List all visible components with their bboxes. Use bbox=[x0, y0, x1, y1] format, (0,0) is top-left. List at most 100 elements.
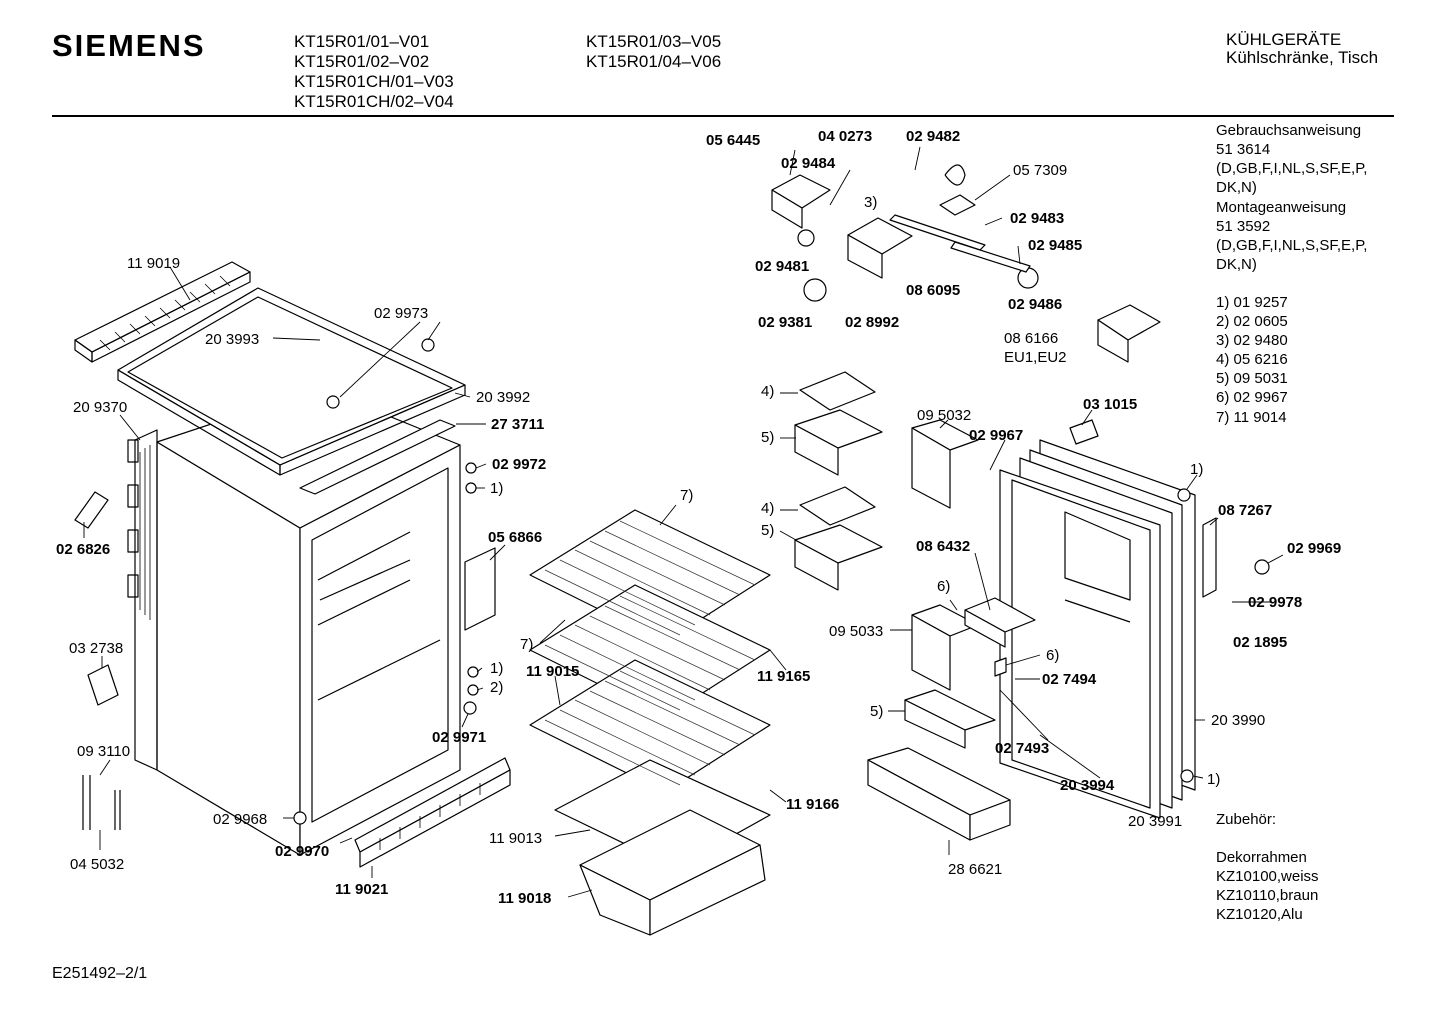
part-label: 11 9015 bbox=[526, 663, 580, 680]
part-label: 02 9967 bbox=[969, 427, 1024, 444]
footnote-ref: 5) bbox=[761, 429, 775, 446]
footnote: 5) 09 5031 bbox=[1216, 370, 1288, 387]
part-label: 11 9021 bbox=[335, 881, 389, 898]
part-label: 11 9019 bbox=[127, 255, 181, 272]
kick-plate bbox=[354, 757, 511, 868]
model-number: KT15R01/01–V01 bbox=[294, 32, 430, 51]
accessory-line: Dekorrahmen bbox=[1216, 849, 1307, 866]
part-label: EU1,EU2 bbox=[1004, 349, 1067, 366]
part-label: 02 9971 bbox=[432, 729, 487, 746]
part-label: 02 9978 bbox=[1248, 594, 1303, 611]
model-number: KT15R01/02–V02 bbox=[294, 52, 430, 71]
part-label: 28 6621 bbox=[948, 861, 1003, 878]
part-label: 27 3711 bbox=[491, 416, 545, 433]
part-label: 20 9370 bbox=[73, 399, 128, 416]
footnote-ref: 6) bbox=[937, 578, 951, 595]
part-label: 02 9485 bbox=[1028, 237, 1083, 254]
thermostat-assembly bbox=[771, 164, 1161, 445]
part-label: 05 6445 bbox=[706, 132, 761, 149]
crisper-drawer bbox=[579, 809, 766, 936]
model-number: KT15R01/03–V05 bbox=[586, 32, 722, 51]
part-label: 08 6432 bbox=[916, 538, 971, 555]
sidebar-line: (D,GB,F,I,NL,S,SF,E,P, bbox=[1216, 237, 1368, 254]
door-shelves bbox=[867, 419, 1036, 841]
accessory-line: KZ10120,Alu bbox=[1216, 906, 1303, 923]
footnote-ref: 6) bbox=[1046, 647, 1060, 664]
part-label: 20 3994 bbox=[1060, 777, 1115, 794]
part-label: 02 9484 bbox=[781, 155, 836, 172]
part-label: 11 9166 bbox=[786, 796, 840, 813]
footnote: 7) 11 9014 bbox=[1216, 409, 1287, 426]
part-label: 08 6166 bbox=[1004, 330, 1059, 347]
model-number: KT15R01CH/02–V04 bbox=[294, 92, 454, 111]
footnote-ref: 7) bbox=[520, 636, 534, 653]
part-label: 08 6095 bbox=[906, 282, 961, 299]
footnote-ref: 5) bbox=[870, 703, 884, 720]
part-label: 08 7267 bbox=[1218, 502, 1273, 519]
mounting-rail bbox=[299, 419, 456, 495]
part-label: 09 5033 bbox=[829, 623, 884, 640]
leader-lines bbox=[83, 146, 1284, 898]
shelves bbox=[529, 509, 771, 869]
fridge-cabinet bbox=[127, 387, 461, 856]
top-grille bbox=[74, 261, 251, 363]
footnote: 3) 02 9480 bbox=[1216, 332, 1288, 349]
footnote-ref: 1) bbox=[1207, 771, 1221, 788]
footnote-ref: 4) bbox=[761, 500, 775, 517]
part-label: 03 2738 bbox=[69, 640, 124, 657]
door bbox=[999, 439, 1196, 819]
part-label: 11 9018 bbox=[498, 890, 552, 907]
footnote-ref: 3) bbox=[864, 194, 878, 211]
part-label: 09 5032 bbox=[917, 407, 972, 424]
footnote-ref: 1) bbox=[1190, 461, 1204, 478]
category-subtitle: Kühlschränke, Tisch bbox=[1226, 48, 1379, 67]
category-title: KÜHLGERÄTE bbox=[1226, 30, 1342, 49]
footnote-ref: 5) bbox=[761, 522, 775, 539]
footnote-ref: 4) bbox=[761, 383, 775, 400]
egg-trays bbox=[794, 371, 883, 591]
part-label: 20 3990 bbox=[1211, 712, 1266, 729]
footnote: 6) 02 9967 bbox=[1216, 389, 1288, 406]
part-label: 02 7494 bbox=[1042, 671, 1097, 688]
part-label: 20 3993 bbox=[205, 331, 260, 348]
footnote: 1) 01 9257 bbox=[1216, 294, 1288, 311]
top-lid bbox=[117, 287, 466, 476]
accessories-title: Zubehör: bbox=[1216, 811, 1277, 828]
part-label: 20 3991 bbox=[1128, 813, 1183, 830]
part-label: 11 9013 bbox=[489, 830, 543, 847]
part-label: 03 1015 bbox=[1083, 396, 1138, 413]
sidebar-line: (D,GB,F,I,NL,S,SF,E,P, bbox=[1216, 160, 1368, 177]
part-label: 02 9486 bbox=[1008, 296, 1063, 313]
part-label: 02 8992 bbox=[845, 314, 900, 331]
sidebar-line: DK,N) bbox=[1216, 256, 1257, 273]
part-label: 02 7493 bbox=[995, 740, 1050, 757]
part-label: 04 5032 bbox=[70, 856, 125, 873]
footnote: 2) 02 0605 bbox=[1216, 313, 1288, 330]
part-label: 05 6866 bbox=[488, 529, 543, 546]
footnote-ref: 1) bbox=[490, 660, 504, 677]
footnote-ref: 1) bbox=[490, 480, 504, 497]
part-label: 02 1895 bbox=[1233, 634, 1288, 651]
part-label: 02 9483 bbox=[1010, 210, 1065, 227]
part-label: 02 9481 bbox=[755, 258, 810, 275]
sidebar-line: 51 3614 bbox=[1216, 141, 1271, 158]
footnote-ref: 7) bbox=[680, 487, 694, 504]
model-number: KT15R01CH/01–V03 bbox=[294, 72, 454, 91]
footnote-ref: 2) bbox=[490, 679, 504, 696]
part-label: 02 9381 bbox=[758, 314, 813, 331]
part-label: 05 7309 bbox=[1013, 162, 1068, 179]
part-label: 02 9973 bbox=[374, 305, 429, 322]
brand-logo: SIEMENS bbox=[52, 28, 206, 63]
sidebar-line: DK,N) bbox=[1216, 179, 1257, 196]
part-label: 02 9482 bbox=[906, 128, 961, 145]
part-label: 02 9972 bbox=[492, 456, 547, 473]
part-label: 02 9969 bbox=[1287, 540, 1342, 557]
document-id: E251492–2/1 bbox=[52, 965, 148, 982]
sidebar-line: Montageanweisung bbox=[1216, 199, 1347, 216]
accessory-line: KZ10110,braun bbox=[1216, 887, 1319, 904]
part-label: 02 6826 bbox=[56, 541, 111, 558]
footnote: 4) 05 6216 bbox=[1216, 351, 1288, 368]
part-label: 04 0273 bbox=[818, 128, 873, 145]
part-label: 09 3110 bbox=[77, 743, 131, 760]
